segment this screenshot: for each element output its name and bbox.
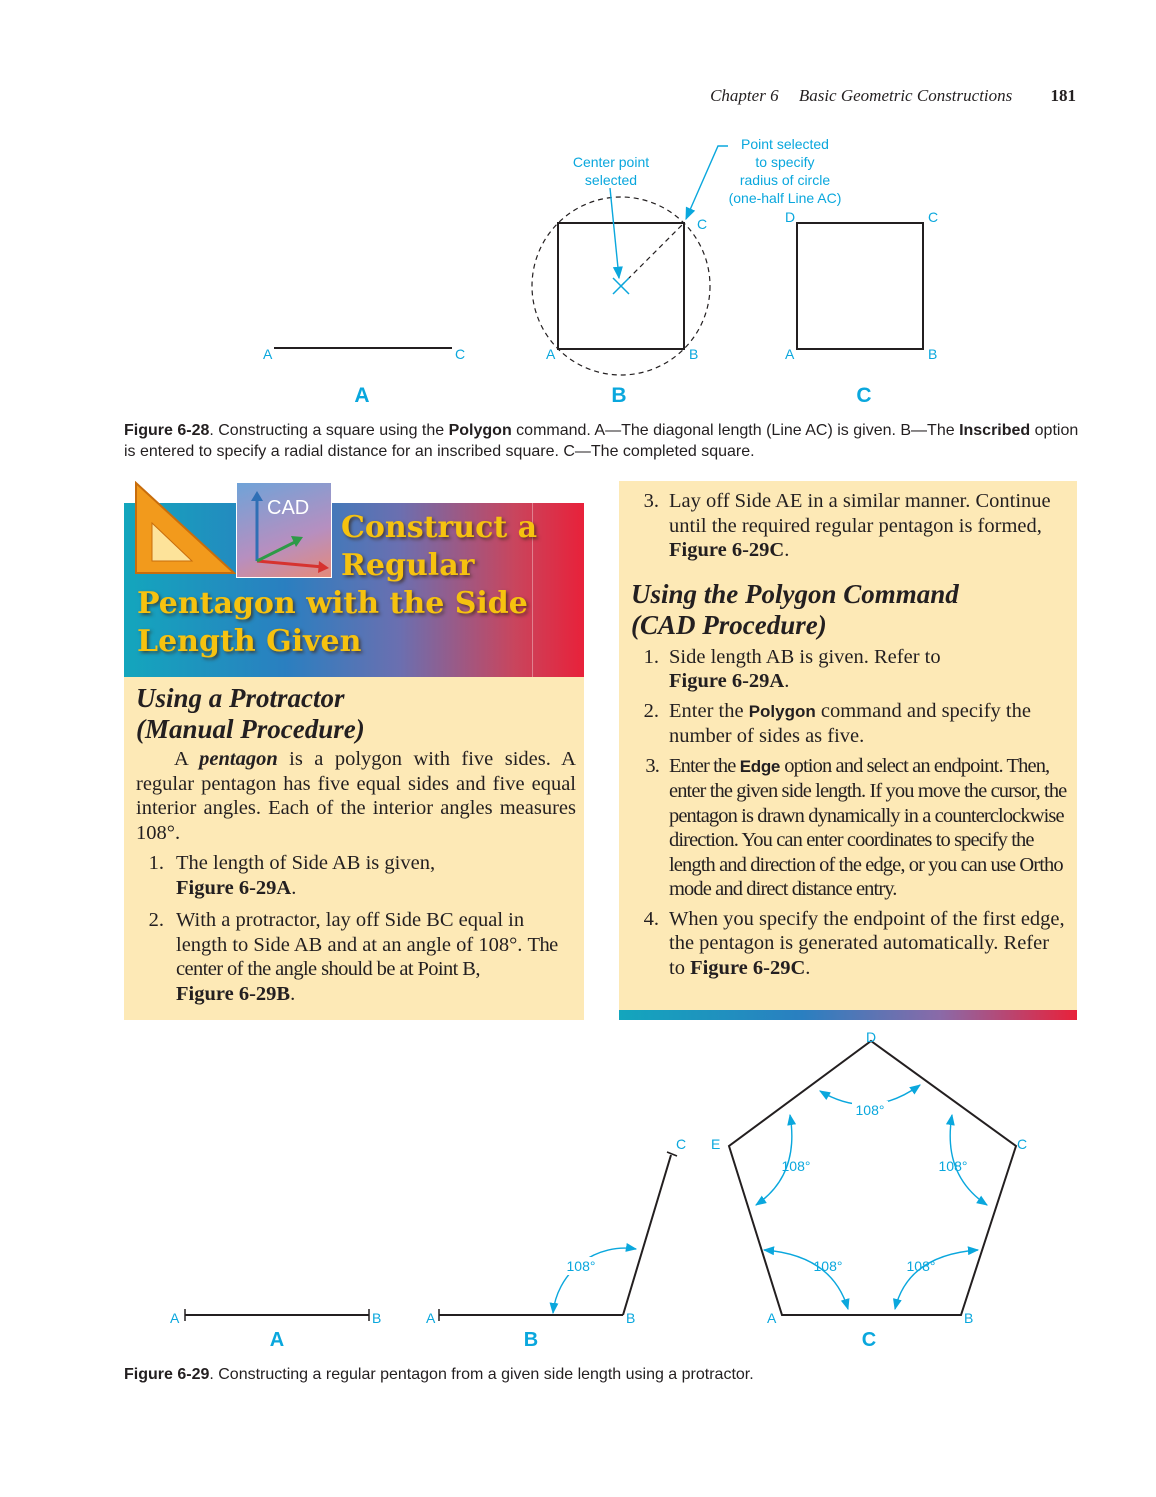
cad-panel-bar xyxy=(619,1010,1077,1020)
cad-badge: CAD xyxy=(236,482,332,578)
angle-arc-a xyxy=(762,1246,850,1311)
section-title: Basic Geometric Constructions xyxy=(798,86,1013,105)
side-bc xyxy=(622,1154,672,1316)
running-header: Chapter 6 Basic Geometric Constructions … xyxy=(710,86,1076,106)
fc-point-d: D xyxy=(866,1029,876,1045)
angle-label-b: 108° xyxy=(567,1258,596,1274)
banner-title-line4: Length Given xyxy=(137,624,362,659)
fc-point-e: E xyxy=(711,1136,720,1152)
fc-point-b: B xyxy=(964,1310,973,1326)
angle-label-a: 108° xyxy=(814,1258,843,1274)
fb-point-a: A xyxy=(426,1310,436,1326)
angle-label-c: 108° xyxy=(939,1158,968,1174)
inscribed-square xyxy=(557,222,685,350)
center-label-2: selected xyxy=(585,172,637,188)
banner-title-line3: Pentagon with the Side xyxy=(137,586,528,621)
point-leader xyxy=(685,145,728,221)
figure-6-28: A C Center point selected Point selected… xyxy=(263,136,938,407)
point-label-4: (one-half Line AC) xyxy=(729,190,842,206)
section-banner xyxy=(124,503,584,677)
angle-arc-b2 xyxy=(893,1246,980,1311)
construction-circle xyxy=(531,196,711,376)
cad-heading-1: Using the Polygon Command xyxy=(631,578,959,609)
angle-label-b2: 108° xyxy=(907,1258,936,1274)
point-label-2: to specify xyxy=(755,154,814,170)
c-point-c: C xyxy=(928,209,938,225)
part-c-letter: C xyxy=(856,384,871,407)
b-point-a: A xyxy=(546,346,556,362)
c-point-d: D xyxy=(785,209,795,225)
chapter-label: Chapter 6 xyxy=(710,86,779,105)
manual-heading-1: Using a Protractor xyxy=(136,683,345,713)
point-a-label: A xyxy=(263,346,273,362)
part-b-letter: B xyxy=(611,384,626,407)
c-point-b: B xyxy=(928,346,937,362)
center-leader xyxy=(609,187,623,280)
part-b-letter-29: B xyxy=(524,1329,538,1351)
cad-step-3: 3.Enter the Edge option and select an en… xyxy=(645,754,1067,901)
point-label-1: Point selected xyxy=(741,136,829,152)
angle-label-d: 108° xyxy=(856,1102,885,1118)
point-c-label: C xyxy=(455,346,465,362)
cad-panel xyxy=(619,481,1077,1010)
cad-section: 3.Lay off Side AE in a similar manner. C… xyxy=(631,489,1067,985)
cad-step-4: 4.When you specify the endpoint of the f… xyxy=(643,907,1065,979)
fc-point-a: A xyxy=(767,1310,777,1326)
manual-step-2: 2.With a protractor, lay off Side BC equ… xyxy=(148,909,559,1005)
manual-steps: 1.The length of Side AB is given,Figure … xyxy=(136,851,576,1006)
b-point-c: C xyxy=(697,216,707,232)
completed-square xyxy=(796,222,924,350)
figure-6-29: A B A 108° A B C B 108° 108° 108° 108° 1… xyxy=(170,1029,1027,1351)
point-label-3: radius of circle xyxy=(740,172,830,188)
manual-heading-2: (Manual Procedure) xyxy=(136,714,365,744)
fb-point-b: B xyxy=(626,1310,635,1326)
angle-arc-e xyxy=(755,1113,797,1206)
manual-step-1: 1.The length of Side AB is given,Figure … xyxy=(148,852,436,899)
cad-heading-2: (CAD Procedure) xyxy=(631,609,827,640)
regular-pentagon xyxy=(727,1039,1018,1316)
fa-point-b: B xyxy=(372,1310,381,1326)
center-label-1: Center point xyxy=(573,154,649,170)
fa-point-a: A xyxy=(170,1310,180,1326)
angle-arc-c xyxy=(945,1113,988,1206)
axes-icon xyxy=(251,491,329,573)
part-c-letter-29: C xyxy=(862,1329,876,1351)
radius-line xyxy=(620,222,685,287)
fc-point-c: C xyxy=(1017,1136,1027,1152)
c-point-a: A xyxy=(785,346,795,362)
cad-step-2: 2.Enter the Polygon command and specify … xyxy=(643,699,1031,748)
cad-badge-label: CAD xyxy=(267,497,310,519)
figure-6-29-caption: Figure 6-29. Constructing a regular pent… xyxy=(124,1366,754,1383)
angle-label-e: 108° xyxy=(782,1158,811,1174)
part-a-letter-29: A xyxy=(270,1329,284,1351)
part-a-letter: A xyxy=(354,384,369,407)
triangle-ruler-icon xyxy=(135,481,237,574)
manual-section: Using a Protractor (Manual Procedure) A … xyxy=(136,683,576,1011)
figure-6-28-caption: Figure 6-28. Constructing a square using… xyxy=(124,422,1079,460)
page-number: 181 xyxy=(1050,86,1077,105)
banner-title-line2: Regular xyxy=(341,548,475,583)
manual-intro: A pentagon is a polygon with five sides.… xyxy=(136,748,576,844)
banner-title-line1: Construct a xyxy=(341,510,538,545)
manual-step-3-list: 3.Lay off Side AE in a similar manner. C… xyxy=(631,489,1067,563)
manual-step-3: 3.Lay off Side AE in a similar manner. C… xyxy=(643,490,1051,561)
fb-point-c: C xyxy=(676,1136,686,1152)
b-point-b: B xyxy=(689,346,698,362)
